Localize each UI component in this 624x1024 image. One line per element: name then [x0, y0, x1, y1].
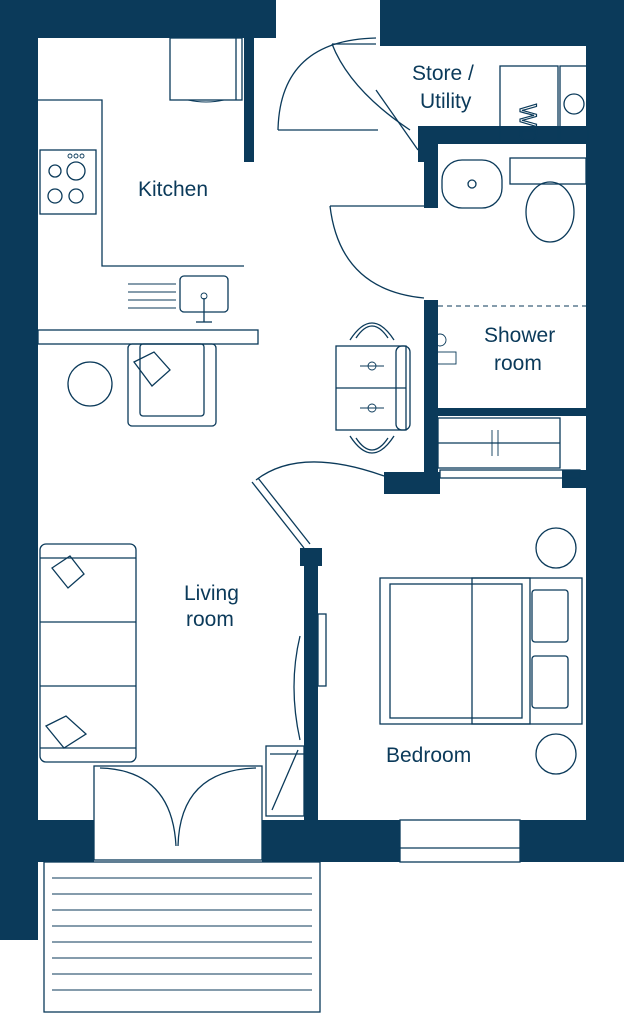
bedside-lamp-icon [535, 733, 577, 775]
balcony-deck-icon [43, 861, 321, 1013]
room-label-kitchen: Kitchen [138, 178, 208, 201]
sofa-icon [39, 543, 137, 763]
room-label-bedroom: Bedroom [386, 744, 471, 767]
basin-icon [441, 159, 503, 209]
boiler-icon [559, 65, 589, 143]
kitchen-fittings [37, 37, 259, 345]
entrance-door-icon [277, 37, 411, 131]
hob-icon [39, 149, 97, 215]
toilet-icon [509, 157, 587, 185]
fridge-icon [169, 37, 243, 101]
bed-icon [379, 577, 583, 725]
room-label-store-utility: Store / [412, 62, 474, 85]
room-label-living-room-line2: room [186, 608, 234, 631]
shower-door-icon [329, 205, 425, 299]
wardrobe-icon [437, 417, 581, 479]
room-label-living-room: Living [184, 582, 239, 605]
bedside-lamp-icon [535, 527, 577, 569]
armchair-icon [127, 343, 217, 427]
side-table-icon [67, 361, 113, 407]
bedroom-door-icon [265, 745, 305, 817]
living-door-icon [251, 461, 385, 549]
radiator-icon [293, 613, 327, 741]
store-utility-fittings: WD [499, 65, 589, 145]
room-label-store-utility-line2: Utility [420, 90, 472, 113]
walls [0, 0, 624, 940]
room-label-shower-room: Shower [484, 324, 555, 347]
shower-fittings [433, 157, 587, 365]
bedroom-window-icon [399, 819, 521, 863]
french-doors-icon [93, 765, 263, 861]
dining-table-icon [335, 322, 411, 454]
store-door-icon [375, 89, 419, 151]
room-label-shower-room-line2: room [494, 352, 542, 375]
washer-dryer-icon [499, 65, 559, 143]
washer-dryer-label: WD [514, 104, 541, 144]
